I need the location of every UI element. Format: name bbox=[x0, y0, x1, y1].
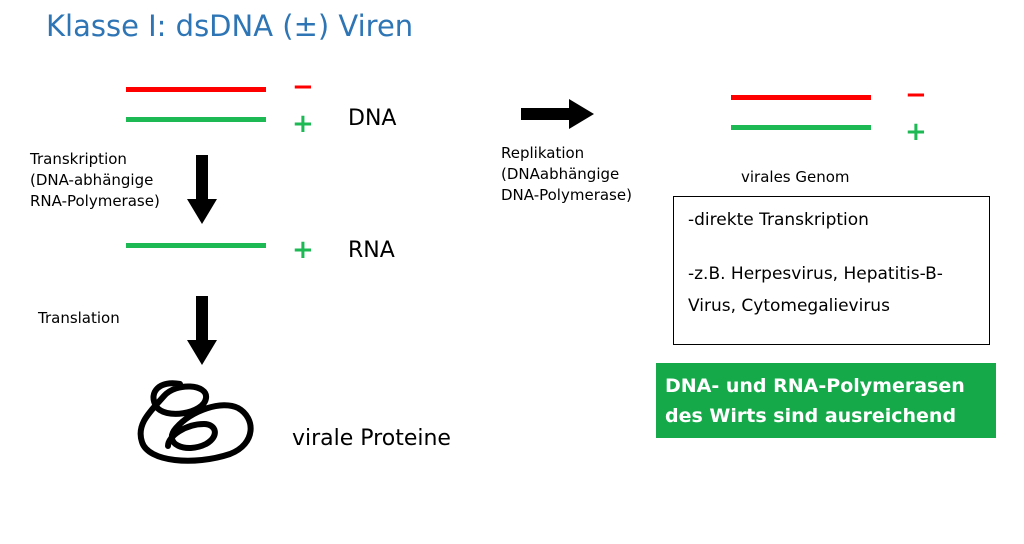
arrow-down-icon bbox=[187, 155, 217, 224]
highlight-box: DNA- und RNA-Polymerasen des Wirts sind … bbox=[656, 363, 996, 438]
replication-line-1: Replikation bbox=[501, 144, 585, 162]
dna-minus-strand bbox=[126, 87, 266, 92]
arrow-right-icon bbox=[521, 99, 594, 129]
dna-label: DNA bbox=[348, 106, 397, 131]
genome-plus-sign: + bbox=[905, 117, 927, 147]
arrow-down-icon bbox=[187, 296, 217, 365]
highlight-line-2: des Wirts sind ausreichend bbox=[665, 405, 957, 427]
transcription-label: Transkription (DNA-abhängige RNA-Polymer… bbox=[30, 149, 160, 212]
dna-plus-sign: + bbox=[292, 109, 314, 139]
genome-plus-strand bbox=[731, 125, 871, 130]
transcription-line-3: RNA-Polymerase) bbox=[30, 192, 160, 210]
genome-minus-strand bbox=[731, 95, 871, 100]
page-title: Klasse I: dsDNA (±) Viren bbox=[46, 9, 414, 43]
protein-squiggle-icon bbox=[137, 380, 254, 464]
protein-label: virale Proteine bbox=[292, 426, 451, 451]
rna-plus-sign: + bbox=[292, 235, 314, 265]
translation-label: Translation bbox=[38, 309, 120, 327]
replication-line-2: (DNAabhängige bbox=[501, 165, 620, 183]
replication-label: Replikation (DNAabhängige DNA-Polymerase… bbox=[501, 143, 632, 206]
info-line-3: Virus, Cytomegalievirus bbox=[688, 296, 890, 316]
highlight-line-1: DNA- und RNA-Polymerasen bbox=[665, 375, 965, 397]
genome-label: virales Genom bbox=[741, 168, 850, 186]
info-line-1: -direkte Transkription bbox=[688, 210, 869, 230]
dna-minus-sign: − bbox=[292, 72, 314, 102]
info-line-2: -z.B. Herpesvirus, Hepatitis-B- bbox=[688, 264, 943, 284]
rna-plus-strand bbox=[126, 243, 266, 248]
info-box: -direkte Transkription -z.B. Herpesvirus… bbox=[673, 196, 990, 345]
rna-label: RNA bbox=[348, 238, 395, 263]
dna-plus-strand bbox=[126, 117, 266, 122]
transcription-line-1: Transkription bbox=[30, 150, 127, 168]
replication-line-3: DNA-Polymerase) bbox=[501, 186, 632, 204]
transcription-line-2: (DNA-abhängige bbox=[30, 171, 154, 189]
genome-minus-sign: − bbox=[905, 80, 927, 110]
